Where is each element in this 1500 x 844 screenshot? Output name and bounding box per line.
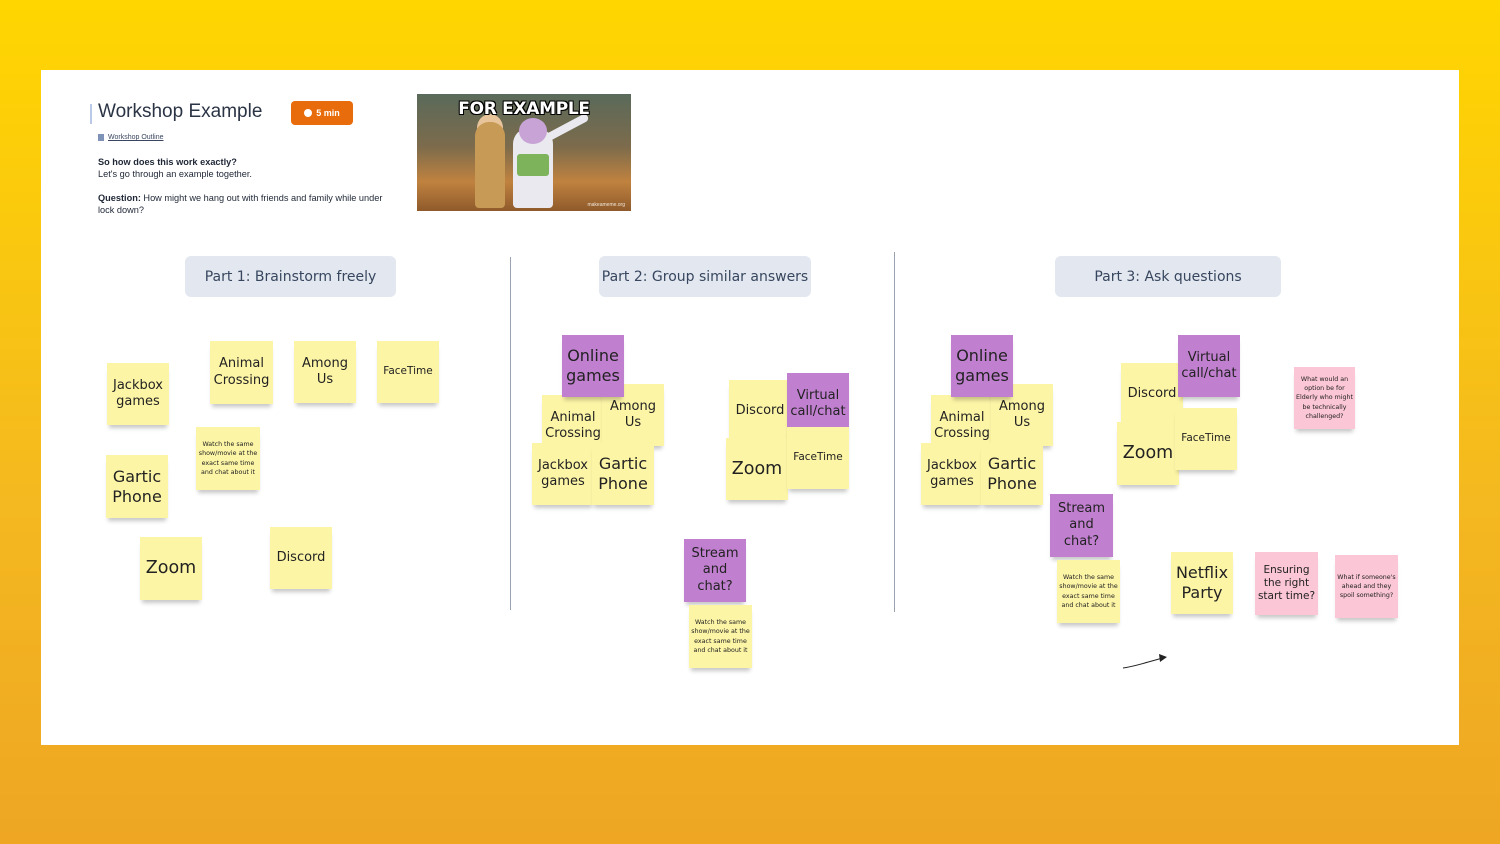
sticky-note[interactable]: Stream and chat? bbox=[1050, 494, 1113, 557]
sticky-note[interactable]: FaceTime bbox=[1175, 408, 1237, 470]
question-text: How might we hang out with friends and f… bbox=[98, 193, 383, 215]
intro-heading: So how does this work exactly? bbox=[98, 157, 237, 167]
sticky-note[interactable]: Virtual call/chat bbox=[1178, 335, 1240, 397]
sticky-note[interactable]: Gartic Phone bbox=[981, 443, 1043, 505]
whiteboard-canvas[interactable]: Workshop Example 5 min Workshop Outline … bbox=[41, 70, 1459, 745]
question-label: Question: bbox=[98, 193, 141, 203]
divider-part-1-2 bbox=[510, 257, 511, 610]
sticky-note[interactable]: Ensuring the right start time? bbox=[1255, 552, 1318, 615]
divider-part-2-3 bbox=[894, 252, 895, 612]
sticky-note[interactable]: FaceTime bbox=[377, 341, 439, 403]
sticky-note[interactable]: Among Us bbox=[294, 341, 356, 403]
sticky-note[interactable]: Watch the same show/movie at the exact s… bbox=[689, 605, 752, 668]
title-accent-bar bbox=[90, 104, 92, 124]
sticky-note[interactable]: Zoom bbox=[726, 438, 788, 500]
meme-figure-right-head bbox=[519, 118, 547, 144]
sticky-note[interactable]: Discord bbox=[270, 527, 332, 589]
part-1-header[interactable]: Part 1: Brainstorm freely bbox=[185, 256, 396, 297]
page-title: Workshop Example bbox=[98, 101, 263, 122]
part-2-header[interactable]: Part 2: Group similar answers bbox=[599, 256, 811, 297]
workshop-outline-label: Workshop Outline bbox=[108, 134, 164, 141]
meme-caption: FOR EXAMPLE bbox=[458, 99, 590, 119]
sticky-note[interactable]: Zoom bbox=[140, 537, 202, 600]
meme-image: FOR EXAMPLE makeameme.org bbox=[417, 94, 631, 211]
sticky-note[interactable]: Gartic Phone bbox=[592, 443, 654, 505]
sticky-note[interactable]: Online games bbox=[951, 335, 1013, 397]
connector-arrow[interactable] bbox=[1121, 645, 1171, 675]
intro-text: So how does this work exactly? Let's go … bbox=[98, 156, 388, 216]
sticky-note[interactable]: Gartic Phone bbox=[106, 455, 168, 518]
timer-label: 5 min bbox=[316, 108, 340, 118]
part-3-header[interactable]: Part 3: Ask questions bbox=[1055, 256, 1281, 297]
sticky-note[interactable]: Jackbox games bbox=[532, 443, 594, 505]
sticky-note[interactable]: Animal Crossing bbox=[210, 341, 273, 404]
document-icon bbox=[98, 134, 104, 141]
meme-figure-right-chest bbox=[517, 154, 549, 176]
sticky-note[interactable]: Stream and chat? bbox=[684, 539, 746, 602]
sticky-note[interactable]: What would an option be for Elderly who … bbox=[1294, 367, 1355, 429]
sticky-note[interactable]: Discord bbox=[729, 380, 791, 442]
sticky-note[interactable]: Online games bbox=[562, 335, 624, 397]
sticky-note[interactable]: Jackbox games bbox=[107, 363, 169, 425]
sticky-note[interactable]: Watch the same show/movie at the exact s… bbox=[1057, 560, 1120, 623]
sticky-note[interactable]: Discord bbox=[1121, 363, 1183, 425]
sticky-note[interactable]: Watch the same show/movie at the exact s… bbox=[196, 427, 260, 490]
sticky-note[interactable]: What if someone's ahead and they spoil s… bbox=[1335, 555, 1398, 618]
sticky-note[interactable]: Zoom bbox=[1117, 422, 1179, 485]
timer-icon bbox=[304, 109, 313, 117]
meme-credit: makeameme.org bbox=[587, 202, 625, 208]
sticky-note[interactable]: Virtual call/chat bbox=[787, 373, 849, 435]
sticky-note[interactable]: Jackbox games bbox=[921, 443, 983, 505]
timer-badge[interactable]: 5 min bbox=[291, 101, 353, 125]
sticky-note[interactable]: Netflix Party bbox=[1171, 552, 1233, 614]
sticky-note[interactable]: FaceTime bbox=[787, 427, 849, 489]
intro-line: Let's go through an example together. bbox=[98, 169, 252, 179]
meme-figure-left bbox=[475, 122, 505, 208]
workshop-outline-link[interactable]: Workshop Outline bbox=[98, 134, 164, 141]
